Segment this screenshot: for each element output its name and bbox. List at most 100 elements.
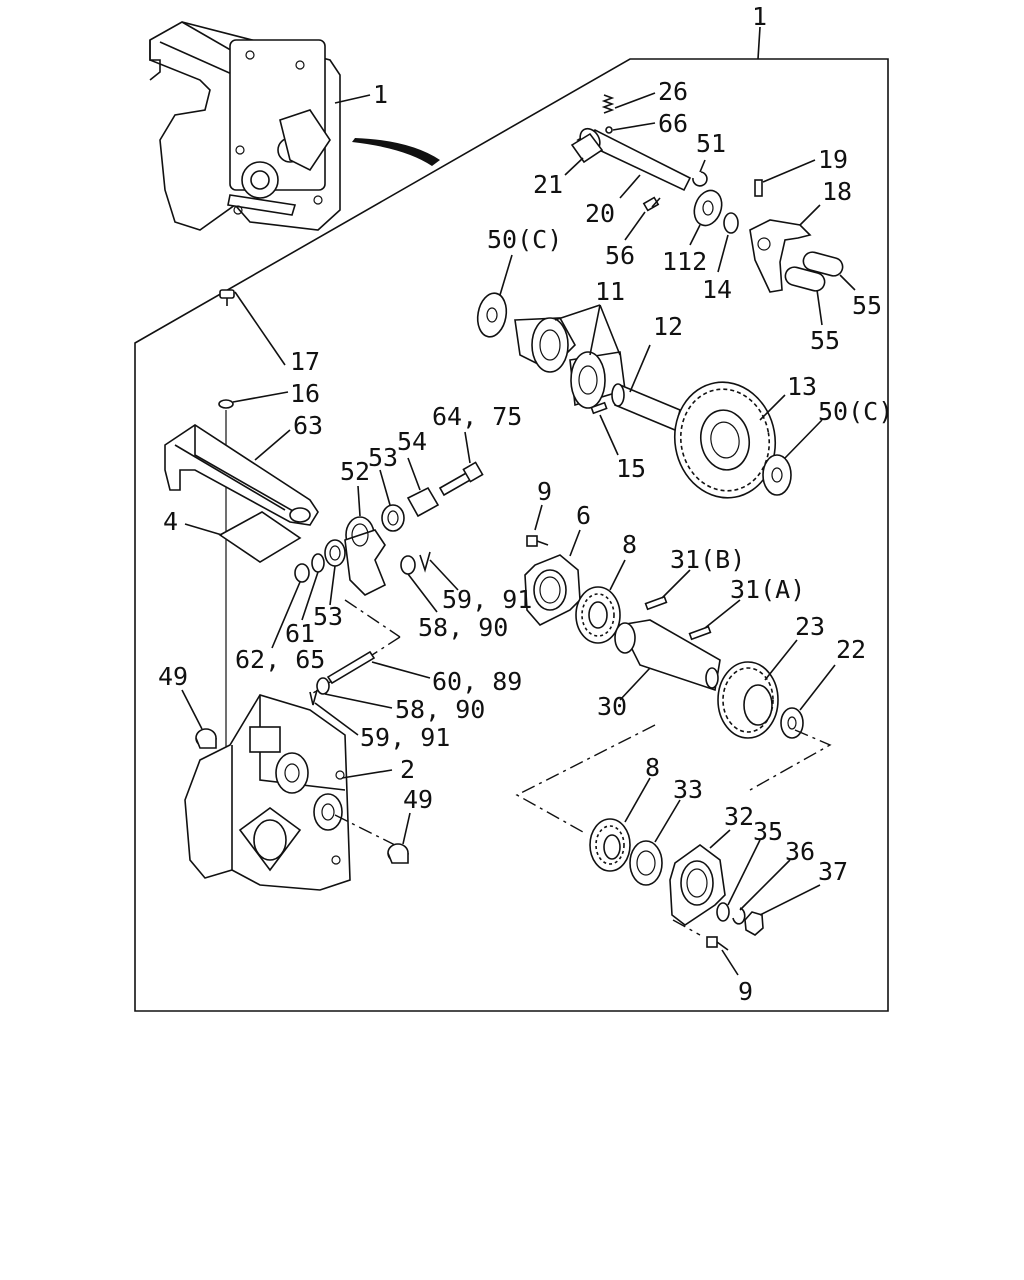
leader-31b [661,569,691,599]
label-32: 32 [724,802,754,831]
leader-53b [329,565,336,606]
label-14: 14 [702,275,732,304]
leader-16 [232,391,289,403]
diagram-frame [134,58,889,1012]
leader-9b [721,949,739,976]
label-12: 12 [653,312,683,341]
leader-50c-b [784,419,823,459]
label-1-left: 1 [373,80,388,109]
label-21: 21 [533,170,563,199]
washer-58-90a [400,555,416,575]
leader-4 [184,523,223,536]
label-35: 35 [753,817,783,846]
dashline-shaft-group [515,724,832,833]
leader-20 [619,174,641,199]
leader-112 [689,224,701,246]
leader-2 [341,769,393,779]
plug-49b [387,843,409,864]
key-31b [644,595,668,611]
ball-66 [605,126,613,134]
label-2: 2 [400,755,415,784]
label-4: 4 [163,507,178,536]
leader-56 [624,211,646,241]
label-55b: 55 [810,326,840,355]
leader-18 [799,204,821,226]
output-shaft-30 [614,619,721,692]
cover-32 [669,844,726,926]
leader-12 [629,344,651,393]
label-62-65: 62, 65 [235,645,325,674]
leader-31a [704,599,741,629]
label-33: 33 [673,775,703,804]
shift-shaft-20 [570,127,692,192]
label-56: 56 [605,241,635,270]
label-64-75: 64, 75 [432,402,522,431]
leader-9a [534,504,543,531]
spring-26 [601,94,615,114]
label-9a: 9 [537,477,552,506]
leader-14 [717,234,729,273]
leader-11c [589,304,601,356]
cover-6 [524,554,581,626]
label-53b: 53 [313,602,343,631]
leader-52 [357,485,361,517]
label-61: 61 [285,619,315,648]
thrust-washer-50c-b [762,454,792,496]
leader-59-91b [314,702,359,736]
label-53a: 53 [368,443,398,472]
label-13: 13 [787,372,817,401]
leader-53a [379,469,391,506]
pin-15 [590,401,608,415]
nut-62-65 [294,563,310,583]
shaft-12 [614,383,681,432]
leader-54 [407,457,421,491]
dashline-bottom [672,919,701,936]
washer-16 [218,399,234,409]
leader-59-91a [429,559,459,591]
leader-58-90b [324,693,393,709]
dashline-housing [334,814,396,846]
housing-2 [184,694,351,891]
label-52: 52 [340,457,370,486]
label-49b: 49 [403,785,433,814]
leader-13 [759,394,786,421]
leader-17 [234,291,286,366]
label-66: 66 [658,109,688,138]
bush-53a [381,504,405,532]
leader-6 [569,529,581,557]
plate-55a [802,251,844,277]
gear-13 [673,381,777,499]
leader-61 [301,571,319,621]
pin-60-89 [326,650,376,685]
cotter-pin-59-91a [419,551,431,573]
washer-58-90b [316,677,330,695]
bolt-17 [219,289,235,306]
leader-63 [254,429,291,461]
label-36: 36 [785,837,815,866]
leader-36 [739,859,791,911]
leader-50c-a [499,254,513,296]
plate-4 [218,511,302,563]
sliding-gear-11 [514,317,626,409]
plate-55b [784,266,826,292]
label-37: 37 [818,857,848,886]
label-20: 20 [585,199,615,228]
label-26: 26 [658,77,688,106]
label-9b: 9 [738,977,753,1006]
assembled-transfer-unit [149,21,341,231]
leader-37 [759,884,821,916]
washer-112 [693,189,723,227]
view-arrow [352,138,440,166]
label-58-90b: 58, 90 [395,695,485,724]
label-31a: 31(A) [730,575,805,604]
label-11: 11 [595,277,625,306]
leader-64-75 [464,431,471,464]
leader-33 [654,799,681,843]
label-50c-a: 50(C) [487,225,562,254]
leader-58-90a [407,573,438,613]
bolt-9a [526,535,549,547]
label-1-top: 1 [752,2,767,31]
leader-15 [599,414,619,456]
washer-22 [780,707,804,739]
